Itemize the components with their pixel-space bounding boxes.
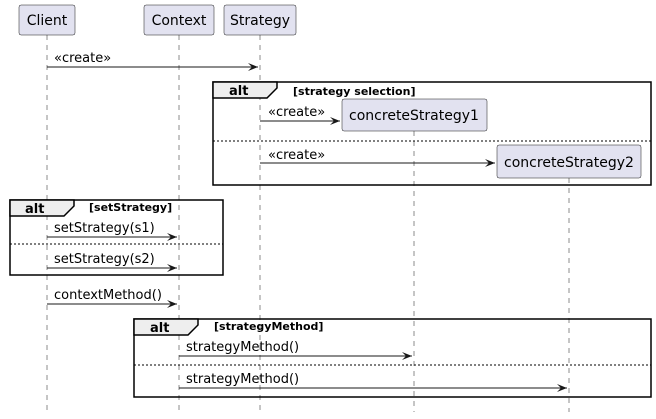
message-label-context-method: contextMethod() bbox=[54, 288, 162, 303]
message-context-method: contextMethod() bbox=[47, 288, 177, 308]
fragment-guard-selection: [strategy selection] bbox=[293, 85, 415, 98]
message-create-strategy: «create» bbox=[47, 51, 258, 71]
fragment-strategy-selection: alt [strategy selection] bbox=[212, 81, 652, 186]
participant-label-client: Client bbox=[27, 13, 68, 29]
fragment-strategy-method: alt [strategyMethod] bbox=[133, 318, 652, 398]
participant-concrete-strategy-2: concreteStrategy2 bbox=[496, 144, 642, 179]
fragment-keyword-selection: alt bbox=[229, 84, 248, 99]
message-label-set-s2: setStrategy(s2) bbox=[54, 252, 155, 267]
message-create-concrete-strategy-1: «create» bbox=[260, 105, 340, 125]
fragment-keyword-set: alt bbox=[25, 202, 44, 217]
message-label-strategy-method-1: strategyMethod() bbox=[186, 340, 299, 355]
message-create-concrete-strategy-2: «create» bbox=[260, 148, 495, 167]
fragment-guard-method: [strategyMethod] bbox=[214, 320, 323, 333]
participant-context: Context bbox=[143, 4, 215, 36]
message-label-create-strategy: «create» bbox=[54, 51, 111, 66]
message-label-strategy-method-2: strategyMethod() bbox=[186, 372, 299, 387]
participant-label-context: Context bbox=[152, 13, 207, 29]
participant-label-concrete-1: concreteStrategy1 bbox=[349, 108, 479, 124]
message-label-create-concrete-1: «create» bbox=[268, 105, 325, 120]
participant-concrete-strategy-1: concreteStrategy1 bbox=[341, 98, 488, 132]
fragment-guard-set: [setStrategy] bbox=[89, 201, 172, 214]
participant-strategy: Strategy bbox=[223, 4, 297, 36]
fragment-set-strategy: alt [setStrategy] bbox=[9, 199, 224, 276]
message-label-set-s1: setStrategy(s1) bbox=[54, 221, 155, 236]
message-set-strategy-s1: setStrategy(s1) bbox=[47, 221, 177, 241]
message-strategy-method-2: strategyMethod() bbox=[179, 372, 567, 392]
message-strategy-method-1: strategyMethod() bbox=[179, 340, 412, 360]
participant-client: Client bbox=[18, 4, 76, 36]
participant-label-concrete-2: concreteStrategy2 bbox=[504, 155, 634, 171]
participant-label-strategy: Strategy bbox=[230, 13, 290, 29]
message-label-create-concrete-2: «create» bbox=[268, 148, 325, 163]
message-set-strategy-s2: setStrategy(s2) bbox=[47, 252, 177, 272]
fragment-keyword-method: alt bbox=[150, 321, 169, 336]
